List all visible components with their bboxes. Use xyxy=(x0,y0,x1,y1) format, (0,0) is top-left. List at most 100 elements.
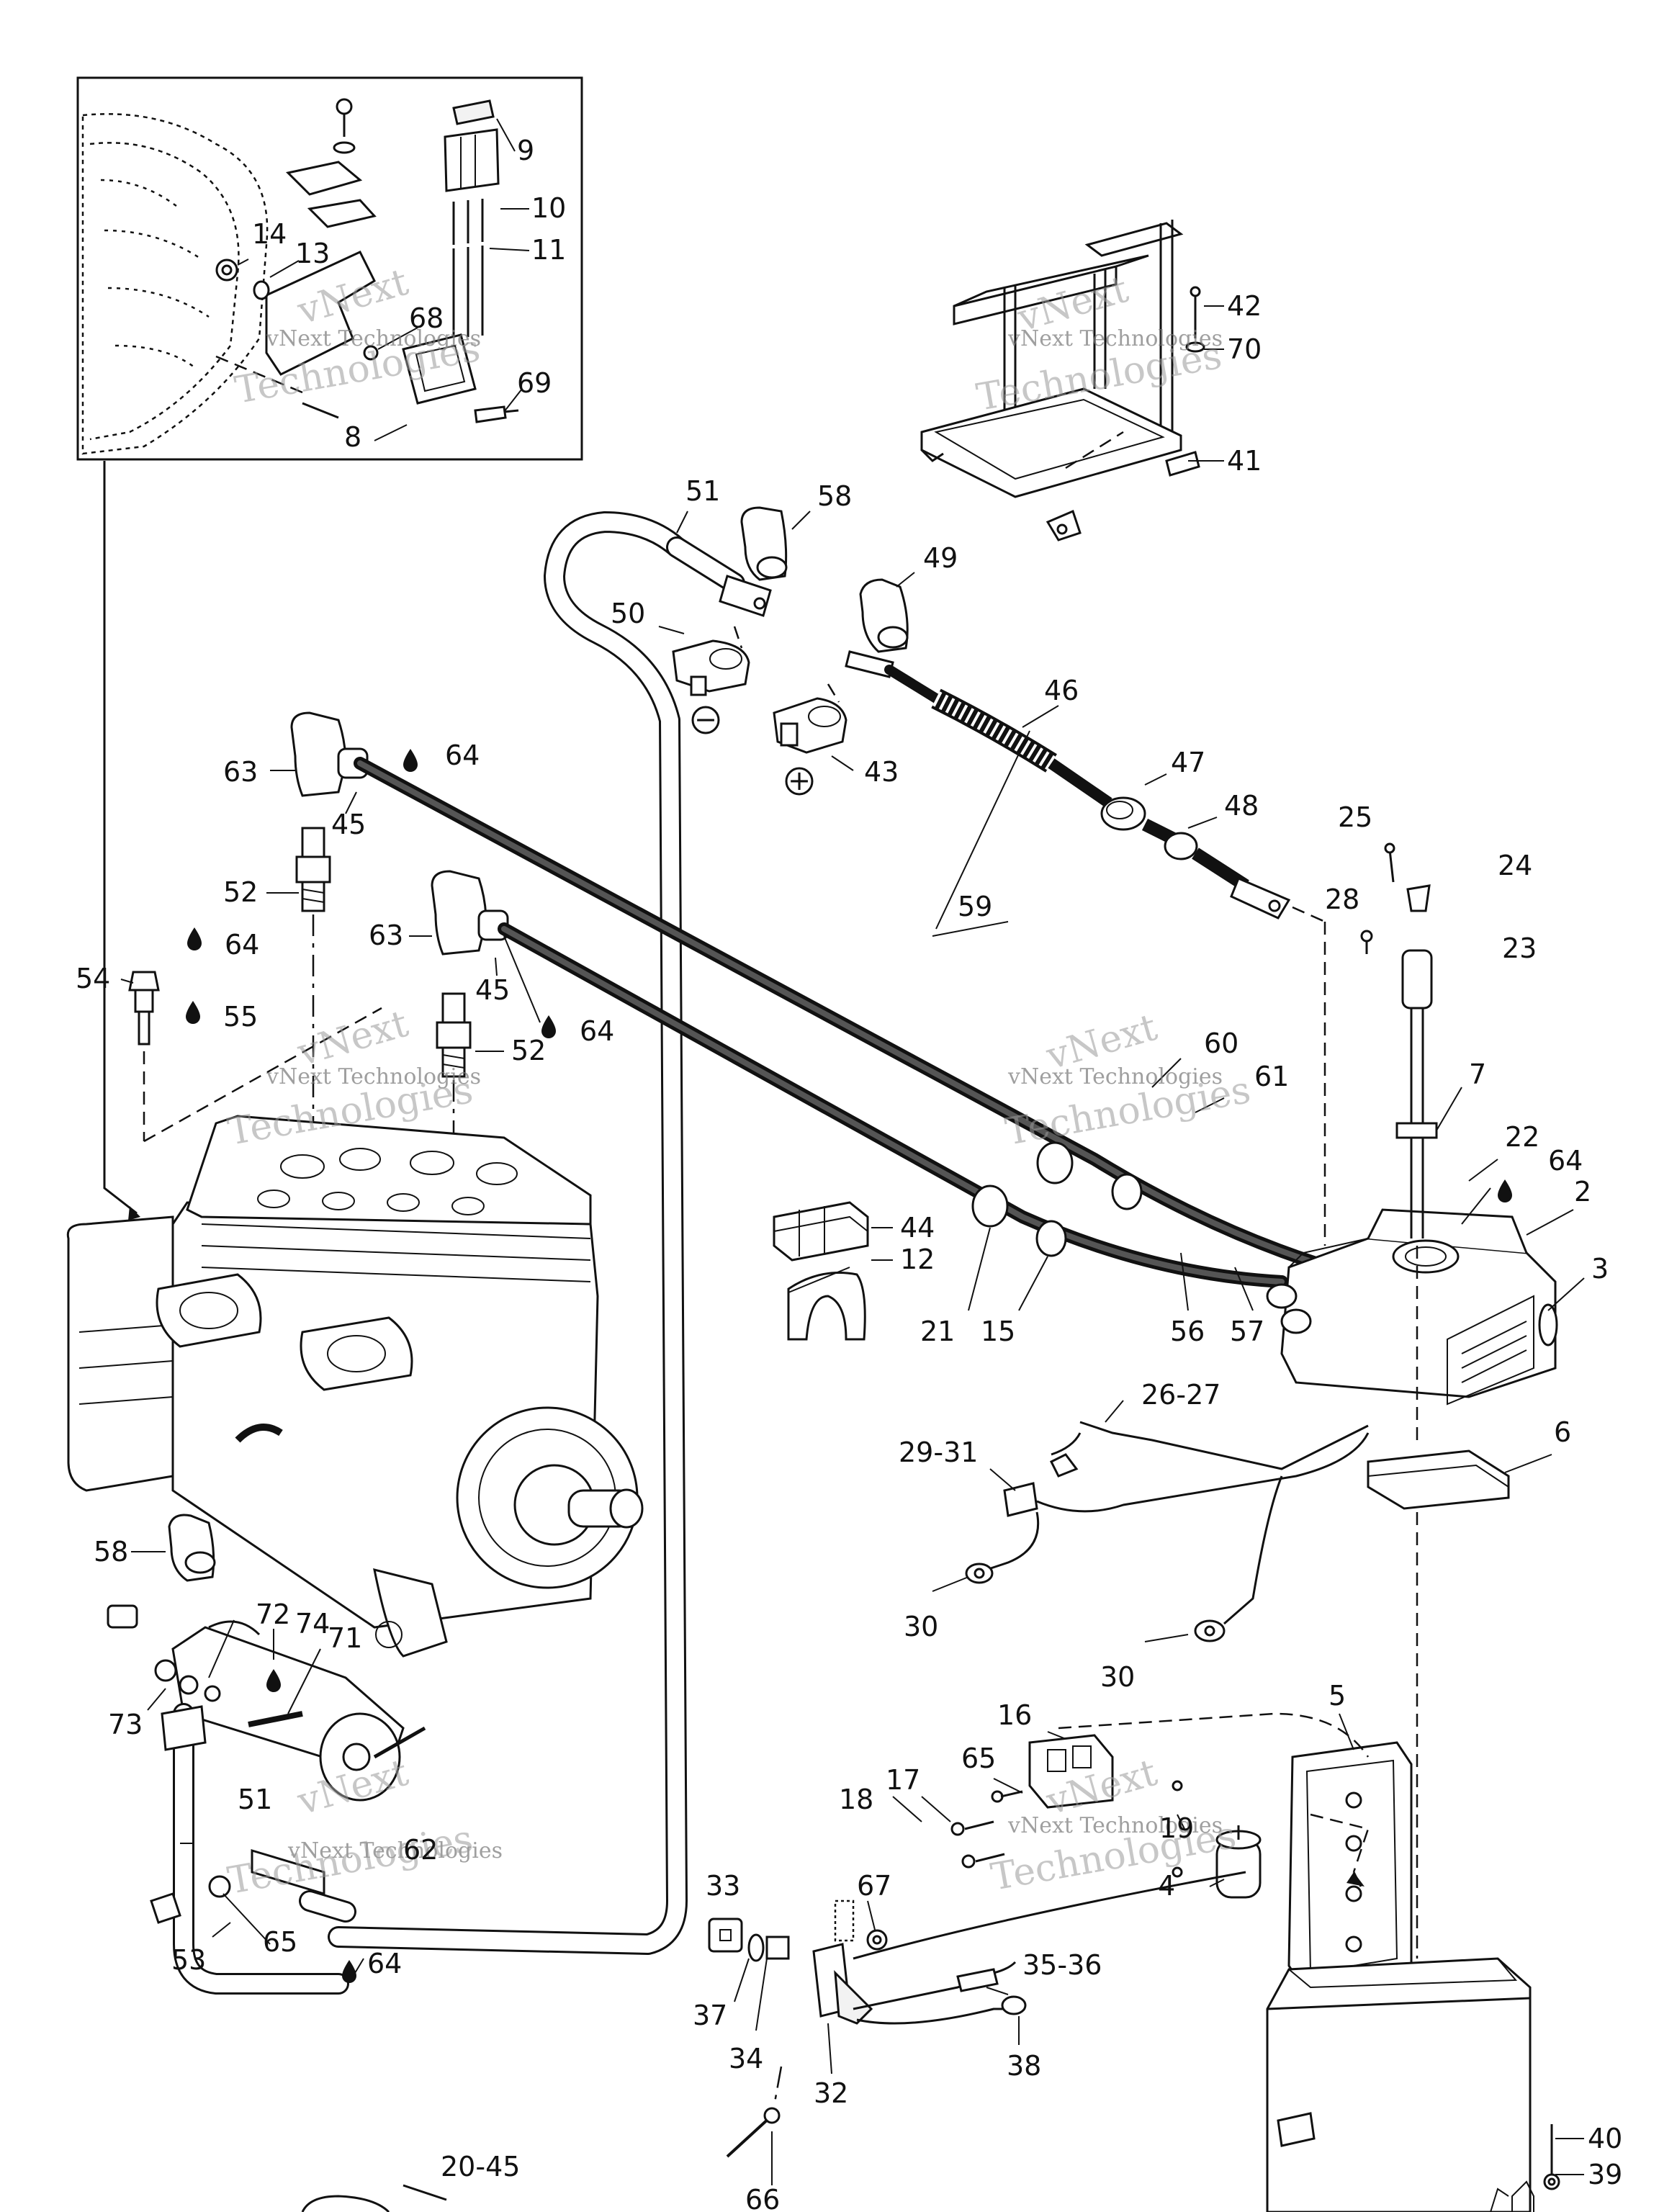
callout-52: 52 xyxy=(511,1035,546,1066)
cable-51-upper xyxy=(328,511,772,1955)
callout-45: 45 xyxy=(331,809,366,840)
callout-34: 34 xyxy=(729,2043,763,2074)
callout-22: 22 xyxy=(1505,1121,1539,1153)
callout-57: 57 xyxy=(1230,1316,1264,1347)
loctite-drop-icon xyxy=(1498,1179,1512,1202)
callout-61: 61 xyxy=(1254,1061,1289,1092)
callout-47: 47 xyxy=(1171,747,1205,778)
callout-24: 24 xyxy=(1498,850,1532,881)
terminal-cap-58 xyxy=(740,506,788,581)
negative-terminal-icon xyxy=(691,706,720,734)
callout-69: 69 xyxy=(517,367,552,399)
cable-retainers xyxy=(773,1201,869,1341)
callout-39: 39 xyxy=(1588,2159,1622,2190)
callout-labels: 9 10 11 14 13 68 69 8 42 70 41 51 58 49 … xyxy=(76,135,1622,2212)
loctite-drops xyxy=(186,749,1512,1983)
callout-9: 9 xyxy=(517,135,534,166)
callout-2: 2 xyxy=(1574,1176,1591,1208)
callout-30: 30 xyxy=(904,1611,938,1642)
terminal-clamp-50: − xyxy=(672,626,750,735)
callout-51: 51 xyxy=(685,475,720,507)
callout-45: 45 xyxy=(475,974,510,1006)
callout-13: 13 xyxy=(295,238,330,269)
callout-64: 64 xyxy=(445,739,480,771)
callout-67: 67 xyxy=(857,1870,891,1902)
callout-40: 40 xyxy=(1588,2123,1622,2154)
svg-text:vNext Technologies: vNext Technologies xyxy=(266,1064,481,1089)
callout-56: 56 xyxy=(1170,1316,1205,1347)
callout-21: 21 xyxy=(920,1316,955,1347)
terminal-clamp-43: + xyxy=(773,683,848,796)
callout-49: 49 xyxy=(923,542,958,574)
callout-5: 5 xyxy=(1328,1680,1346,1712)
positive-terminal-icon xyxy=(785,767,814,796)
callout-62: 62 xyxy=(403,1834,438,1866)
positive-symbol: + xyxy=(788,765,811,796)
callout-51: 51 xyxy=(238,1784,272,1815)
callout-4: 4 xyxy=(1158,1870,1175,1902)
loctite-drop-icon xyxy=(342,1960,356,1983)
svg-text:vNext Technologies: vNext Technologies xyxy=(1007,1064,1223,1089)
cable-51-lower xyxy=(150,1703,356,1995)
callout-38: 38 xyxy=(1007,2050,1041,2082)
callout-10: 10 xyxy=(531,192,566,224)
electrical-plate xyxy=(950,1712,1413,1989)
callout-58: 58 xyxy=(94,1536,128,1568)
loctite-drop-icon xyxy=(186,1001,200,1024)
starter-motor xyxy=(107,1604,426,1802)
terminal-cap-58-lower xyxy=(168,1514,216,1582)
callout-14: 14 xyxy=(252,218,287,250)
svg-text:vNext Technologies: vNext Technologies xyxy=(1007,326,1223,351)
callout-23: 23 xyxy=(1502,932,1537,964)
callout-29-31: 29-31 xyxy=(899,1437,978,1468)
callout-64: 64 xyxy=(1548,1145,1583,1177)
callout-11: 11 xyxy=(531,234,566,266)
callout-63: 63 xyxy=(223,756,258,788)
callout-60: 60 xyxy=(1204,1028,1238,1059)
leader-lines xyxy=(120,118,1585,2185)
loctite-drop-icon xyxy=(403,749,418,772)
callout-64: 64 xyxy=(367,1948,402,1979)
callout-48: 48 xyxy=(1224,790,1259,822)
callout-66: 66 xyxy=(745,2184,780,2212)
terminal-cap-49 xyxy=(859,578,909,653)
callout-28: 28 xyxy=(1325,884,1359,915)
callout-8: 8 xyxy=(344,421,361,453)
callout-15: 15 xyxy=(981,1316,1015,1347)
svg-text:vNext Technologies: vNext Technologies xyxy=(266,326,481,351)
callout-43: 43 xyxy=(864,756,899,788)
callout-37: 37 xyxy=(693,2000,727,2031)
spark-wire-boots xyxy=(971,1141,1143,1257)
callout-52: 52 xyxy=(223,876,258,908)
callout-25: 25 xyxy=(1338,801,1372,833)
callout-65: 65 xyxy=(961,1743,996,1774)
callout-30: 30 xyxy=(1100,1661,1135,1693)
callout-41: 41 xyxy=(1227,445,1262,477)
callout-54: 54 xyxy=(76,963,110,994)
callout-42: 42 xyxy=(1227,290,1262,322)
inset-leader-line xyxy=(103,461,138,1215)
callout-16: 16 xyxy=(997,1699,1032,1731)
callout-55: 55 xyxy=(223,1001,258,1033)
callout-17: 17 xyxy=(886,1764,920,1796)
callout-44: 44 xyxy=(900,1212,935,1244)
callout-74: 74 xyxy=(295,1608,330,1640)
callout-7: 7 xyxy=(1469,1058,1486,1090)
svg-text:vNext Technologies: vNext Technologies xyxy=(287,1838,503,1863)
battery-box xyxy=(1266,1957,1560,2212)
callout-70: 70 xyxy=(1227,333,1262,365)
callout-59: 59 xyxy=(958,891,992,922)
callout-20-45: 20-45 xyxy=(441,2151,520,2182)
callout-35-36: 35-36 xyxy=(1022,1949,1102,1981)
callout-71: 71 xyxy=(328,1622,362,1654)
callout-64: 64 xyxy=(580,1015,614,1047)
oil-reservoir xyxy=(1266,842,1558,1510)
callout-68: 68 xyxy=(409,302,444,334)
engine xyxy=(66,1115,644,1658)
svg-text:Technologies: Technologies xyxy=(225,1817,476,1903)
inset-detail xyxy=(76,76,583,461)
battery-rack xyxy=(920,220,1205,541)
callout-73: 73 xyxy=(108,1709,143,1740)
callout-65: 65 xyxy=(263,1926,297,1958)
